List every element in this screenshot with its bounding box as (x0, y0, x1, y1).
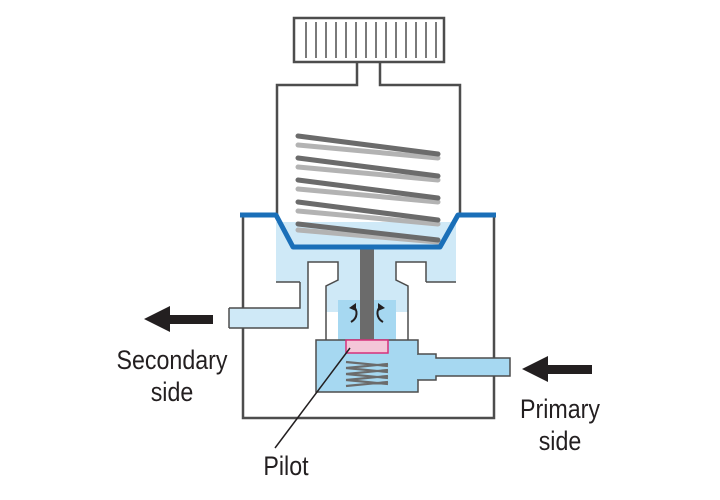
pilot-label: Pilot (263, 451, 309, 481)
primary-flow-arrow-icon (522, 356, 592, 382)
secondary-side-label-line1: Secondary (116, 345, 228, 375)
diaphragm (240, 212, 496, 250)
valve-spring (345, 360, 389, 388)
bonnet-housing (275, 62, 462, 215)
main-spring (295, 133, 441, 245)
primary-side-label-line1: Primary (520, 394, 600, 424)
secondary-side-label-line2: side (150, 377, 194, 407)
adjustment-knob (292, 16, 446, 64)
valve-stem (360, 246, 374, 342)
pilot-leader-line (274, 347, 351, 449)
primary-side-label-line2: side (538, 426, 582, 456)
secondary-side-label: Secondary side (103, 344, 241, 408)
primary-side-label: Primary side (491, 393, 629, 457)
pilot-valve (345, 339, 389, 354)
secondary-flow-arrow-icon (144, 306, 213, 332)
valve-chamber (315, 339, 511, 393)
flow-curl-arrowheads (349, 303, 385, 311)
